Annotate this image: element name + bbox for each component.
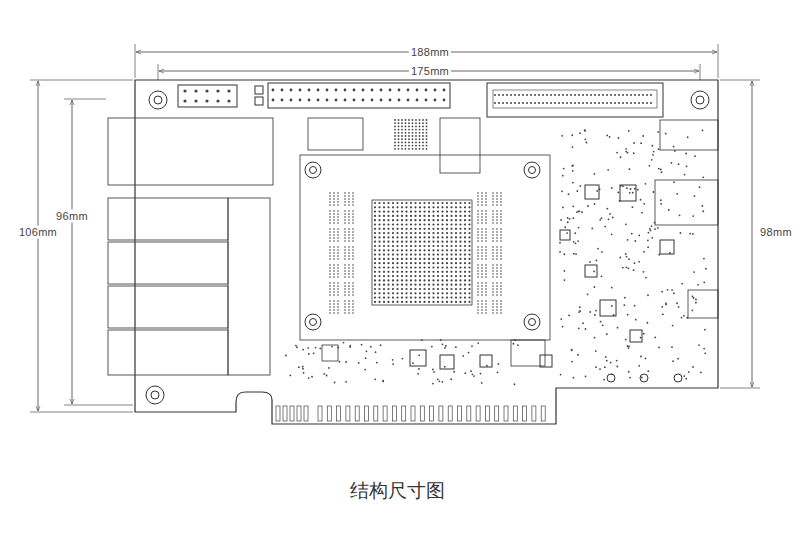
dimension-label: 106mm [17, 226, 59, 239]
dimension-label: 96mm [54, 210, 90, 223]
mounting-holes [146, 91, 709, 404]
dimension-label: 175mm [409, 65, 451, 78]
dimension-label: 98mm [758, 226, 794, 239]
pcb-detail [183, 89, 706, 421]
connectors [178, 83, 718, 366]
dimension-label: 188mm [409, 46, 451, 59]
figure-caption: 结构尺寸图 [350, 478, 445, 504]
pcb-outline [135, 80, 718, 424]
ports [108, 118, 273, 375]
